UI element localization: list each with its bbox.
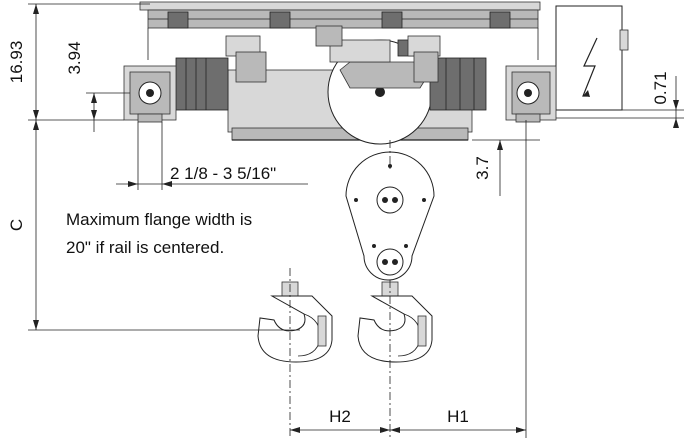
flange-note-line-1: Maximum flange width is (66, 210, 253, 229)
dim-0-71: 0.71 (651, 71, 670, 104)
dim-c: C (7, 219, 26, 231)
left-hook (257, 281, 333, 363)
dim-h1: H1 (447, 407, 469, 426)
dim-16-93: 16.93 (7, 41, 26, 84)
left-gearbox (123, 65, 177, 123)
dim-flange-range: 2 1/8 - 3 5/16" (170, 164, 276, 183)
trolley-frame (139, 1, 541, 60)
flange-note-line-2: 20" if rail is centered. (66, 238, 225, 257)
dim-3-7: 3.7 (473, 156, 492, 180)
right-hook (357, 281, 433, 363)
dim-h2: H2 (329, 407, 351, 426)
dimension-lines (28, 3, 679, 438)
right-motor (407, 35, 487, 111)
left-motor (175, 35, 267, 111)
hook-block (345, 151, 435, 281)
dim-3-94: 3.94 (65, 41, 84, 74)
electrical-panel (540, 5, 684, 119)
flange-note: Maximum flange width is 20" if rail is c… (66, 206, 252, 262)
right-gearbox (505, 65, 557, 123)
